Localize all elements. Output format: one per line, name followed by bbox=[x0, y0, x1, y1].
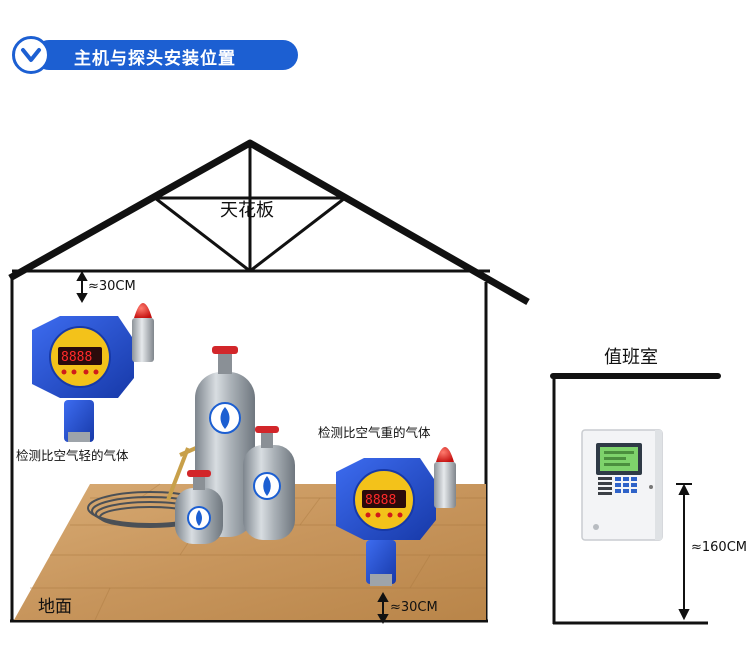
detector-lower: 8888 bbox=[336, 447, 456, 586]
svg-text:8888: 8888 bbox=[61, 350, 92, 365]
bottom-clearance-label: ≈30CM bbox=[390, 600, 438, 615]
gas-cylinder-small bbox=[175, 470, 223, 544]
light-gas-label: 检测比空气轻的气体 bbox=[16, 448, 129, 463]
svg-text:8888: 8888 bbox=[365, 493, 396, 508]
floor-label: 地面 bbox=[38, 597, 72, 617]
header-pill bbox=[34, 40, 298, 70]
house-outline bbox=[8, 139, 530, 623]
height-arrow bbox=[676, 483, 692, 621]
detector-upper: 8888 bbox=[32, 303, 154, 442]
duty-room-outline bbox=[550, 373, 721, 625]
bottom-clearance-arrow bbox=[377, 591, 389, 625]
top-clearance-label: ≈30CM bbox=[88, 279, 136, 294]
chevron-down-icon bbox=[12, 36, 50, 74]
ceiling-label: 天花板 bbox=[220, 200, 274, 221]
duty-room-label: 值班室 bbox=[604, 347, 658, 368]
top-clearance-arrow bbox=[76, 270, 88, 304]
section-header: 主机与探头安装位置 bbox=[12, 36, 298, 74]
heavy-gas-label: 检测比空气重的气体 bbox=[318, 425, 431, 440]
upper-led-digits: 8888 bbox=[61, 350, 92, 365]
section-title: 主机与探头安装位置 bbox=[74, 49, 236, 69]
gas-cylinder-medium bbox=[243, 426, 295, 540]
height-label: ≈160CM bbox=[691, 540, 747, 555]
controller-host bbox=[581, 429, 663, 541]
